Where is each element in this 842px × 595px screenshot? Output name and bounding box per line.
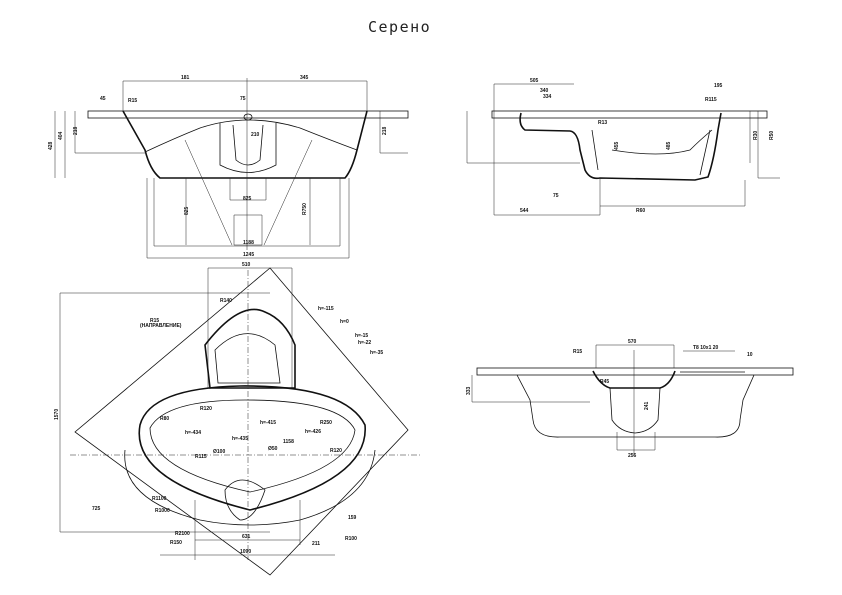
dim-label: 455 <box>614 141 620 150</box>
dim-label: h=-426 <box>305 429 321 435</box>
dim-label: 1090 <box>240 549 251 555</box>
dim-label: 218 <box>73 126 79 135</box>
dim-label: 45 <box>100 96 106 102</box>
dim-label: R100 <box>345 536 357 542</box>
dim-label: 570 <box>628 339 637 345</box>
dim-label: 1570 <box>54 409 60 420</box>
dim-label: 256 <box>628 453 637 459</box>
side-view: 505 340 334 R13 455 485 R115 195 R30 R50… <box>466 78 780 216</box>
dim-label: 1158 <box>283 439 294 445</box>
dim-label: Ø50 <box>268 446 278 452</box>
plan-view: 510 R140 R15 (НАПРАВЛЕНИЕ) h=-115 h=0 h=… <box>54 262 420 576</box>
dim-label: 485 <box>666 141 672 150</box>
dim-label: R250 <box>320 420 332 426</box>
dim-label: R150 <box>170 540 182 546</box>
dim-label: 505 <box>530 78 539 84</box>
dim-label: 1245 <box>243 252 254 258</box>
dim-label: 631 <box>242 534 251 540</box>
dim-label: h=-35 <box>370 350 383 356</box>
dim-label: 725 <box>92 506 101 512</box>
dim-label: h=-15 <box>355 333 368 339</box>
dim-label: R60 <box>636 208 645 214</box>
dim-label: 241 <box>644 401 650 410</box>
dim-label: R115 <box>705 97 717 103</box>
dim-label: 210 <box>251 132 260 138</box>
dim-label: 404 <box>58 131 64 140</box>
dim-label: h=-434 <box>185 430 201 436</box>
dim-label: Ø100 <box>213 449 225 455</box>
dim-label: h=-115 <box>318 306 334 312</box>
dim-label: h=-22 <box>358 340 371 346</box>
dim-label: 544 <box>520 208 529 214</box>
dim-label: R120 <box>330 448 342 454</box>
dim-label: 340 <box>540 88 549 94</box>
dim-label: R120 <box>200 406 212 412</box>
dim-label: h=0 <box>340 319 349 325</box>
dim-label: R140 <box>220 298 232 304</box>
dim-label: R1100 <box>152 496 167 502</box>
section-view: R15 570 T8 10x1 20 10 333 R45 241 256 <box>466 339 794 459</box>
dim-label: h=-415 <box>260 420 276 426</box>
dim-label: R13 <box>598 120 607 126</box>
drawing-title: Серено <box>368 18 432 36</box>
dim-label: 333 <box>466 386 472 395</box>
dim-label: h=-435 <box>232 436 248 442</box>
dim-label: 428 <box>48 141 54 150</box>
dim-label: 218 <box>382 126 388 135</box>
dim-label: 211 <box>312 541 320 547</box>
dim-label: R80 <box>160 416 169 422</box>
dim-label: 334 <box>543 94 552 100</box>
dim-label: 75 <box>553 193 559 199</box>
dim-label: R115 <box>195 454 207 460</box>
front-view: 181 345 45 R15 75 428 404 218 218 210 82… <box>48 75 409 259</box>
dim-label: R2100 <box>175 531 190 537</box>
dim-label: R15 <box>128 98 137 104</box>
dim-label: 345 <box>300 75 309 81</box>
dim-label: 825 <box>243 196 252 202</box>
dim-label: R50 <box>769 131 775 140</box>
dim-label: R15 <box>573 349 582 355</box>
dim-label: 1188 <box>243 240 254 246</box>
dim-label: 181 <box>181 75 190 81</box>
dim-label: T8 10x1 20 <box>693 345 719 351</box>
dim-label: R15 <box>150 318 159 324</box>
dim-label: R750 <box>302 203 308 215</box>
dim-label: R1000 <box>155 508 170 514</box>
dim-label: 10 <box>747 352 753 358</box>
dim-label: 825 <box>184 206 190 215</box>
dim-label: R30 <box>753 131 759 140</box>
dim-label: 510 <box>242 262 251 268</box>
dim-label: 195 <box>714 83 723 89</box>
dim-label: 159 <box>348 515 357 521</box>
dim-label: R45 <box>600 379 609 385</box>
dim-label: 75 <box>240 96 246 102</box>
dim-label: (НАПРАВЛЕНИЕ) <box>140 323 182 329</box>
